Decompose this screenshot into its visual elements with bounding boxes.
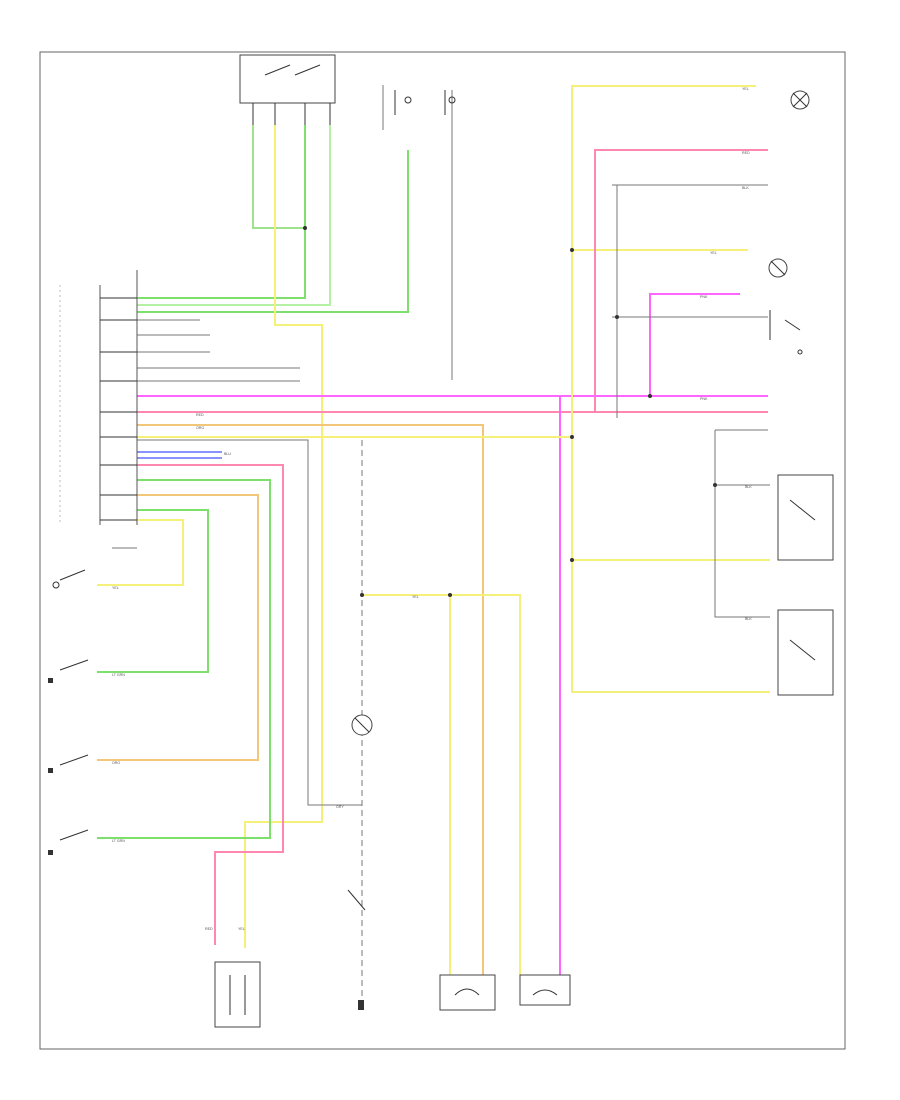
wire-light-green-b — [137, 125, 331, 306]
label-yel-bottom: YEL — [238, 927, 245, 931]
label-ltgrn-rear: LT GRN — [112, 839, 125, 843]
relay-top-center — [394, 90, 456, 115]
left-rear-door-switch — [48, 829, 89, 855]
top-switch-assembly — [239, 54, 336, 125]
ground-symbol-b — [48, 768, 53, 773]
label-blk-front: BLK — [745, 617, 752, 621]
rear-door-lamp — [439, 974, 496, 1011]
wire-gray-ground — [137, 439, 362, 806]
label-yel-top: YEL — [742, 87, 749, 91]
passenger-door-switch — [777, 474, 834, 561]
rear-door-lamp-box — [439, 974, 496, 1011]
label-red-left: RED — [196, 413, 204, 417]
ground-symbol-a — [48, 678, 53, 683]
wire-red-bottom-left — [137, 464, 284, 945]
label-blk-door: BLK — [745, 485, 752, 489]
wire-magenta-upper — [560, 293, 740, 397]
label-red-top: RED — [742, 151, 750, 155]
front-door-lamp — [519, 974, 571, 1006]
passenger-door-switch-box — [777, 474, 834, 561]
vanity-switch — [769, 310, 803, 355]
left-switches — [48, 569, 89, 855]
label-ltgrn-front: LT GRN — [112, 673, 125, 677]
ground-symbol-trunk — [358, 1000, 364, 1010]
wire-orange-main — [137, 424, 484, 975]
wires — [97, 85, 770, 1010]
wire-yellow-trunk-feed — [362, 594, 521, 975]
wire-green-relay — [137, 150, 409, 313]
wire-yellow-top-right — [571, 85, 756, 251]
right-vanity-light — [768, 258, 788, 278]
label-blu: BLU — [224, 452, 231, 456]
wire-green-front-door — [97, 509, 209, 673]
diagram-frame — [39, 51, 846, 1050]
wire-black-right-vertical — [714, 430, 770, 618]
label-org-fuel: ORG — [112, 761, 120, 765]
label-red-bottom: RED — [205, 927, 213, 931]
wire-yellow-ignition-switch — [97, 519, 184, 586]
trunk-light — [351, 714, 373, 736]
wire-light-green-a — [252, 125, 305, 229]
trunk-lid-switch — [347, 889, 366, 1010]
top-switch-box — [239, 54, 336, 104]
front-door-lamp-arc — [532, 989, 558, 996]
wire-orange-fuel-door — [97, 494, 259, 761]
wire-green-rear-door — [97, 479, 271, 839]
junction-dots — [303, 226, 717, 597]
label-yel-trunk: YEL — [412, 595, 419, 599]
wire-yellow-right-vertical — [571, 250, 770, 693]
buzzer-unit — [214, 961, 261, 1028]
wire-pink-top-right — [137, 149, 768, 413]
wire-magenta-main — [137, 395, 561, 975]
label-pnk-upper: PNK — [700, 295, 708, 299]
label-org-left: ORG — [196, 426, 204, 430]
ignition-key-switch — [52, 569, 86, 589]
right-front-door-switch — [777, 609, 834, 696]
wire-label-tags: YEL RED BLK YEL PNK PNK RED ORG YEL LT G… — [112, 87, 752, 931]
label-blk-top: BLK — [742, 186, 749, 190]
label-yel-ignition: YEL — [112, 586, 119, 590]
wire-green-top-switch — [137, 125, 306, 299]
wire-yellow-vertical-left — [244, 125, 323, 948]
body-control-connector — [59, 270, 138, 525]
rear-door-lamp-arc — [454, 988, 480, 996]
label-pnk-lower: PNK — [700, 397, 708, 401]
buzzer-unit-box — [214, 961, 261, 1028]
fuel-door-switch — [48, 754, 89, 773]
left-front-door-switch — [48, 659, 89, 683]
label-gry-ground: GRY — [336, 805, 344, 809]
label-yel-vanity: YEL — [710, 251, 717, 255]
dome-light — [790, 90, 810, 110]
ground-symbol-c — [48, 850, 53, 855]
